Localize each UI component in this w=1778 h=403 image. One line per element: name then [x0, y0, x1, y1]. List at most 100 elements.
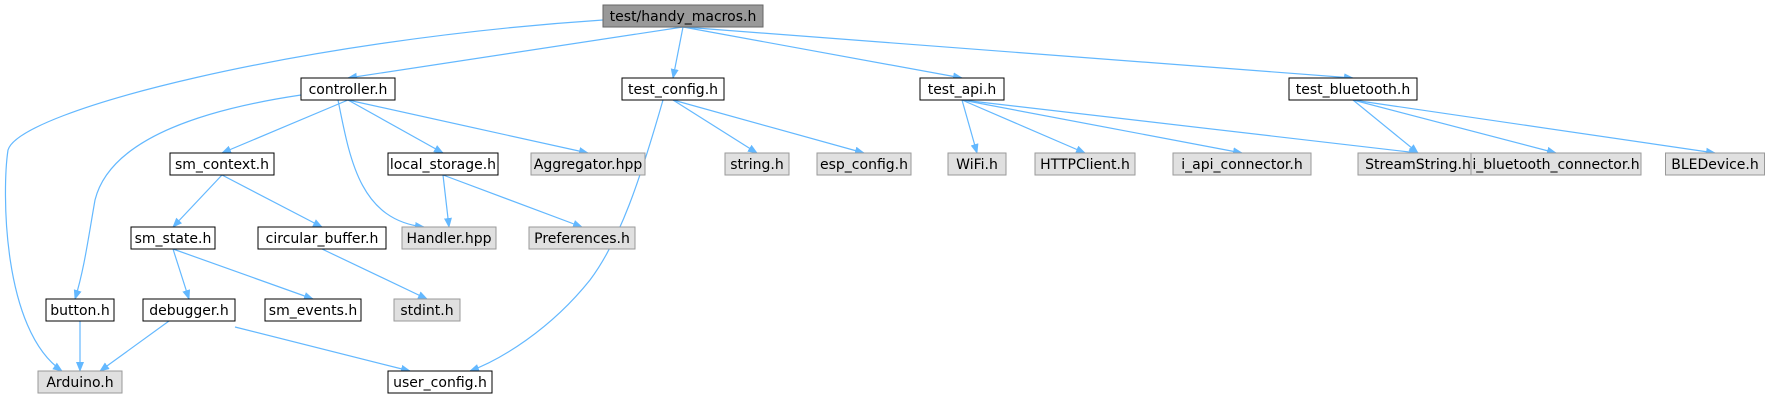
edge-controller-to-local_storage — [347, 99, 444, 154]
node-aggregator[interactable]: Aggregator.hpp — [530, 152, 646, 176]
node-i_bluetooth_connector[interactable]: i_bluetooth_connector.h — [1470, 152, 1642, 176]
node-handler[interactable]: Handler.hpp — [401, 226, 497, 250]
node-label-i_api_connector: i_api_connector.h — [1181, 157, 1302, 173]
node-local_storage[interactable]: local_storage.h — [387, 152, 499, 176]
node-test_api[interactable]: test_api.h — [919, 77, 1005, 101]
node-box-string_h — [724, 152, 790, 176]
edges-layer — [4, 19, 1716, 373]
node-label-handy_macros: test/handy_macros.h — [610, 9, 757, 25]
node-label-arduino: Arduino.h — [46, 375, 113, 391]
node-sm_context[interactable]: sm_context.h — [169, 152, 275, 176]
node-sm_events[interactable]: sm_events.h — [264, 298, 362, 322]
node-box-sm_events — [264, 298, 362, 322]
node-test_bluetooth[interactable]: test_bluetooth.h — [1288, 77, 1418, 101]
edge-test_bluetooth-to-streamstring — [1352, 99, 1419, 154]
edge-debugger-to-user_config — [234, 326, 411, 373]
nodes-layer: test/handy_macros.h controller.h test_conf… — [37, 4, 1765, 394]
edge-test_api-to-wifi — [961, 99, 979, 154]
node-box-button — [45, 298, 115, 322]
node-box-i_api_connector — [1172, 152, 1312, 176]
node-button[interactable]: button.h — [45, 298, 115, 322]
node-label-test_bluetooth: test_bluetooth.h — [1296, 82, 1410, 98]
edge-handy_macros-to-arduino — [4, 19, 604, 372]
edge-handy_macros-to-test_config — [670, 26, 684, 79]
edge-handy_macros-to-test_api — [682, 26, 963, 81]
node-box-wifi — [947, 152, 1007, 176]
node-label-user_config: user_config.h — [393, 375, 487, 391]
node-box-local_storage — [387, 152, 499, 176]
node-box-user_config — [387, 370, 493, 394]
node-label-button: button.h — [50, 303, 110, 319]
node-label-string_h: string.h — [730, 157, 784, 173]
node-label-test_api: test_api.h — [928, 82, 997, 98]
node-sm_state[interactable]: sm_state.h — [130, 226, 216, 250]
node-box-debugger — [142, 298, 236, 322]
node-wifi[interactable]: WiFi.h — [947, 152, 1007, 176]
edge-test_api-to-httpclient — [961, 99, 1086, 154]
edge-controller-to-aggregator — [347, 99, 589, 155]
node-handy_macros[interactable]: test/handy_macros.h — [602, 4, 764, 28]
node-preferences[interactable]: Preferences.h — [528, 226, 636, 250]
node-box-handler — [401, 226, 497, 250]
edge-sm_context-to-circular_buffer — [221, 174, 323, 228]
node-bledevice[interactable]: BLEDevice.h — [1665, 152, 1765, 176]
node-label-sm_events: sm_events.h — [269, 303, 357, 319]
edge-test_config-to-esp_config — [672, 99, 865, 155]
node-box-bledevice — [1665, 152, 1765, 176]
node-user_config[interactable]: user_config.h — [387, 370, 493, 394]
node-box-sm_context — [169, 152, 275, 176]
node-box-preferences — [528, 226, 636, 250]
node-box-aggregator — [530, 152, 646, 176]
node-box-esp_config — [816, 152, 912, 176]
edge-debugger-to-arduino — [99, 320, 170, 372]
node-label-httpclient: HTTPClient.h — [1040, 157, 1130, 173]
node-arduino[interactable]: Arduino.h — [37, 370, 123, 394]
node-box-controller — [300, 77, 396, 101]
node-label-test_config: test_config.h — [628, 82, 718, 98]
node-controller[interactable]: controller.h — [300, 77, 396, 101]
node-label-aggregator: Aggregator.hpp — [534, 157, 643, 173]
node-esp_config[interactable]: esp_config.h — [816, 152, 912, 176]
node-box-stdint — [393, 298, 461, 322]
node-box-handy_macros — [602, 4, 764, 28]
node-label-esp_config: esp_config.h — [820, 157, 908, 173]
edge-test_api-to-i_api_connector — [961, 99, 1243, 156]
node-stdint[interactable]: stdint.h — [393, 298, 461, 322]
node-i_api_connector[interactable]: i_api_connector.h — [1172, 152, 1312, 176]
edge-circular_buffer-to-stdint — [321, 248, 428, 300]
edge-handy_macros-to-test_bluetooth — [682, 26, 1354, 82]
node-label-bledevice: BLEDevice.h — [1671, 157, 1758, 173]
edge-controller-to-handler — [337, 99, 425, 230]
node-label-streamstring: StreamString.h — [1365, 157, 1471, 173]
node-test_config[interactable]: test_config.h — [621, 77, 725, 101]
node-box-test_bluetooth — [1288, 77, 1418, 101]
edge-controller-to-button — [73, 94, 302, 300]
node-httpclient[interactable]: HTTPClient.h — [1034, 152, 1136, 176]
edge-test_bluetooth-to-i_bluetooth_connector — [1352, 99, 1557, 155]
node-box-sm_state — [130, 226, 216, 250]
node-label-preferences: Preferences.h — [534, 231, 630, 247]
node-box-circular_buffer — [257, 226, 387, 250]
node-label-handler: Handler.hpp — [407, 231, 492, 247]
node-streamstring[interactable]: StreamString.h — [1357, 152, 1479, 176]
node-label-debugger: debugger.h — [149, 303, 228, 319]
edge-sm_context-to-sm_state — [172, 174, 223, 228]
node-label-controller: controller.h — [309, 82, 388, 98]
edge-handy_macros-to-controller — [347, 26, 684, 81]
node-label-sm_context: sm_context.h — [175, 157, 269, 173]
node-box-test_api — [919, 77, 1005, 101]
node-label-circular_buffer: circular_buffer.h — [266, 231, 379, 247]
node-debugger[interactable]: debugger.h — [142, 298, 236, 322]
edge-sm_state-to-sm_events — [172, 248, 314, 300]
node-string_h[interactable]: string.h — [724, 152, 790, 176]
edge-test_bluetooth-to-bledevice — [1352, 99, 1716, 156]
edge-local_storage-to-handler — [442, 174, 452, 228]
edge-test_api-to-streamstring — [961, 99, 1419, 156]
node-circular_buffer[interactable]: circular_buffer.h — [257, 226, 387, 250]
edge-local_storage-to-preferences — [442, 174, 583, 228]
node-label-wifi: WiFi.h — [956, 157, 998, 173]
node-label-i_bluetooth_connector: i_bluetooth_connector.h — [1472, 157, 1639, 173]
edge-test_config-to-string_h — [672, 99, 758, 154]
node-box-arduino — [37, 370, 123, 394]
